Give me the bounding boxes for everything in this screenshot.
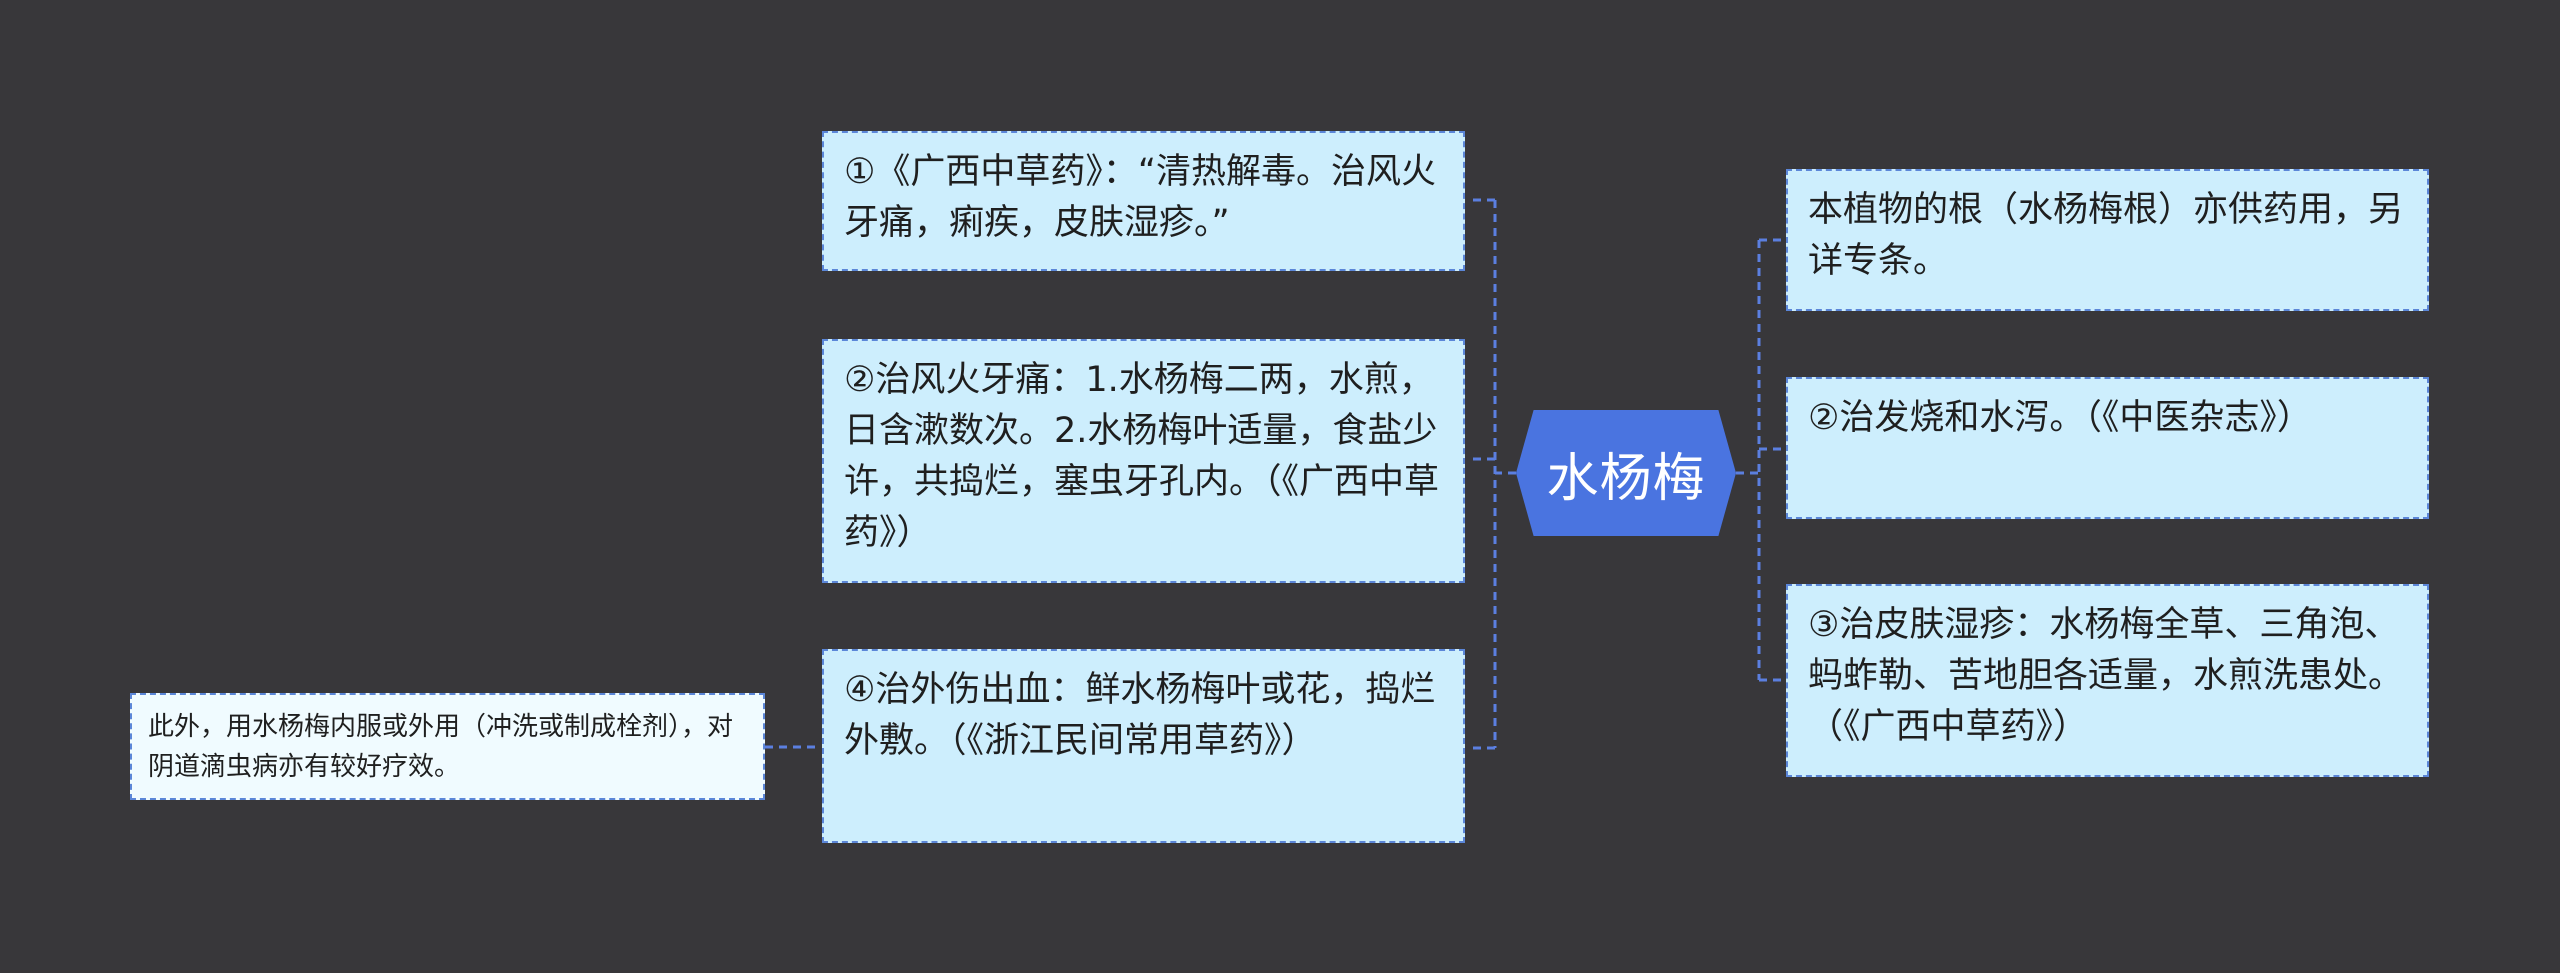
topic-node-text: ①《广西中草药》：“清热解毒。治风火牙痛，痢疾，皮肤湿疹。”	[844, 152, 1437, 243]
topic-node-left-3[interactable]: ④治外伤出血：鲜水杨梅叶或花，捣烂外敷。（《浙江民间常用草药》）	[822, 649, 1465, 843]
topic-node-left-2[interactable]: ②治风火牙痛：1.水杨梅二两，水煎，日含漱数次。2.水杨梅叶适量，食盐少许，共捣…	[822, 339, 1465, 583]
subtopic-node-text: 此外，用水杨梅内服或外用（冲洗或制成栓剂），对阴道滴虫病亦有较好疗效。	[148, 712, 734, 782]
topic-node-text: ④治外伤出血：鲜水杨梅叶或花，捣烂外敷。（《浙江民间常用草药》）	[844, 670, 1436, 761]
topic-node-right-1[interactable]: 本植物的根（水杨梅根）亦供药用，另详专条。	[1786, 169, 2429, 311]
central-topic-label: 水杨梅	[1546, 448, 1706, 509]
topic-node-text: ③治皮肤湿疹：水杨梅全草、三角泡、蚂蚱勒、苦地胆各适量，水煎洗患处。（《广西中草…	[1808, 605, 2404, 747]
subtopic-node-left[interactable]: 此外，用水杨梅内服或外用（冲洗或制成栓剂），对阴道滴虫病亦有较好疗效。	[130, 693, 765, 800]
topic-node-left-1[interactable]: ①《广西中草药》：“清热解毒。治风火牙痛，痢疾，皮肤湿疹。”	[822, 131, 1465, 271]
topic-node-text: ②治风火牙痛：1.水杨梅二两，水煎，日含漱数次。2.水杨梅叶适量，食盐少许，共捣…	[844, 360, 1440, 553]
central-topic[interactable]: 水杨梅	[1516, 410, 1736, 536]
topic-node-text: ②治发烧和水泻。（《中医杂志》）	[1808, 398, 2312, 438]
topic-node-right-3[interactable]: ③治皮肤湿疹：水杨梅全草、三角泡、蚂蚱勒、苦地胆各适量，水煎洗患处。（《广西中草…	[1786, 584, 2429, 777]
topic-node-right-2[interactable]: ②治发烧和水泻。（《中医杂志》）	[1786, 377, 2429, 519]
topic-node-text: 本植物的根（水杨梅根）亦供药用，另详专条。	[1808, 190, 2404, 281]
